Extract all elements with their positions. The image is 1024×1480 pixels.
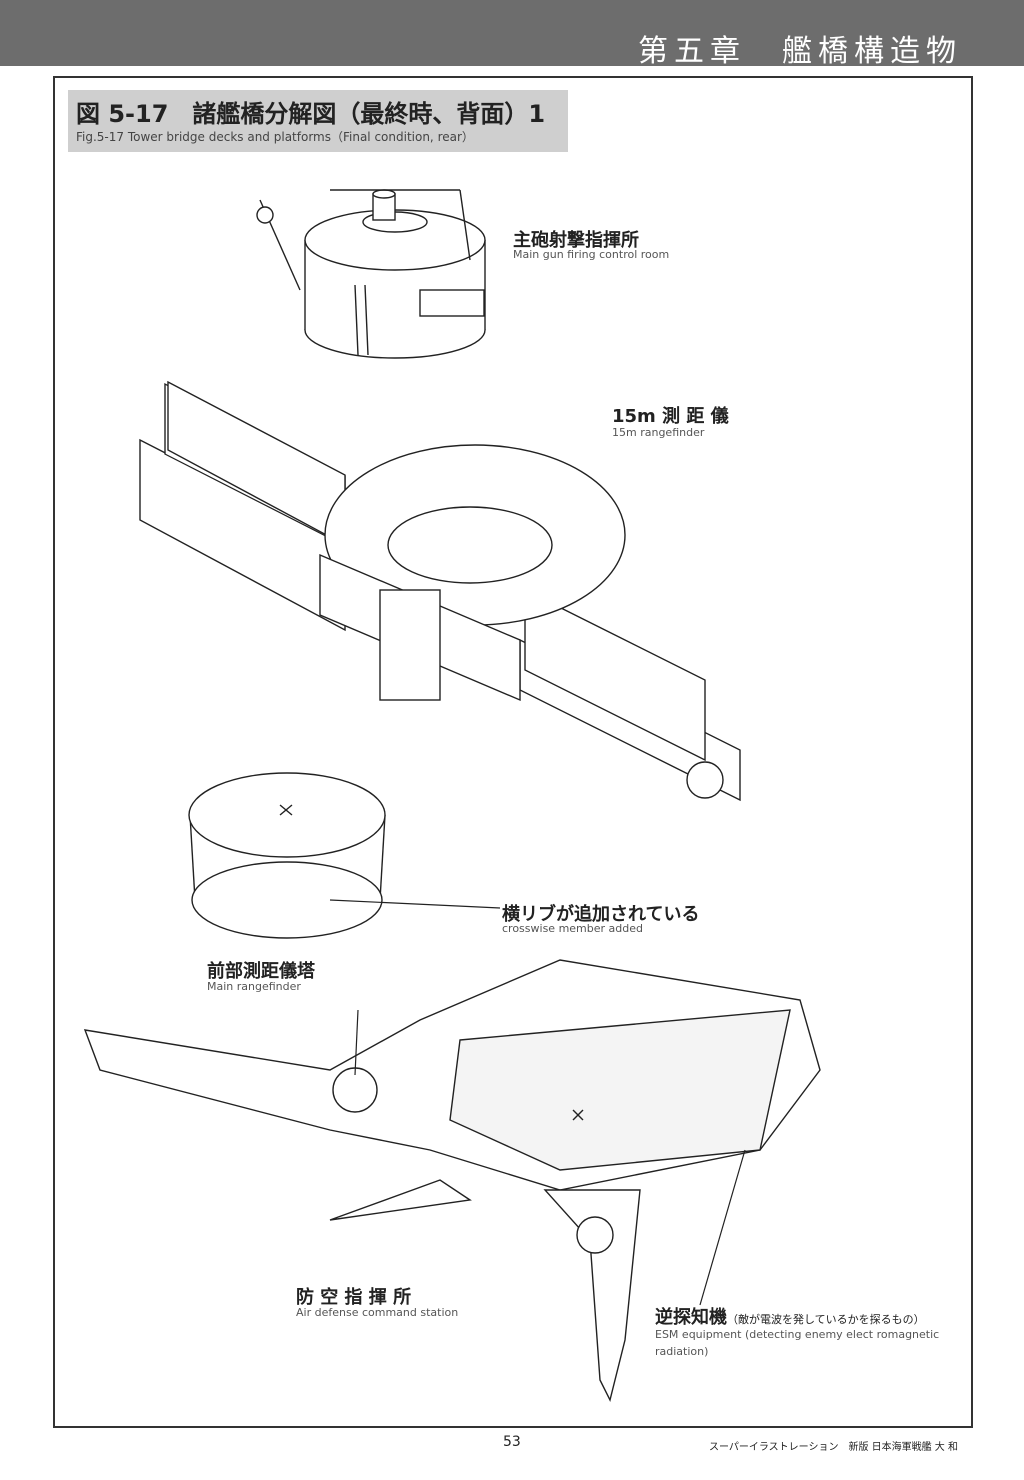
label-rangefinder-15m-ja: 15m 測 距 儀 — [612, 406, 729, 427]
page-frame — [53, 76, 973, 1428]
label-crosswise-ja: 横リブが追加されている — [502, 904, 700, 925]
figure-title-ja: 図 5-17 諸艦橋分解図（最終時、背面）1 — [76, 100, 546, 128]
air-defense-station-drawing — [83, 959, 821, 1403]
rangefinder-leader-line — [354, 1009, 359, 1076]
esm-leader-line — [699, 1149, 746, 1306]
chapter-title: 第五章 艦橋構造物 — [638, 34, 962, 69]
label-air-defense-en: Air defense command station — [296, 1306, 459, 1319]
footer-credit: スーパーイラストレーション 新版 日本海軍戦艦 大 和 — [708, 1442, 958, 1453]
label-main-gun-en: Main gun firing control room — [513, 248, 670, 261]
page-number: 53 — [503, 1434, 521, 1450]
rangefinder-15m-drawing — [139, 380, 741, 802]
esm-title: 逆探知機 — [655, 1307, 727, 1328]
header-band: 第五章 艦橋構造物 — [0, 0, 1024, 69]
label-main-gun-ja: 主砲射撃指揮所 — [513, 230, 639, 251]
esm-note: （敵が電波を発しているかを探るもの） — [727, 1313, 925, 1326]
crosswise-leader-line — [329, 899, 501, 909]
main-gun-director-drawing — [256, 189, 486, 359]
label-air-defense-ja: 防 空 指 揮 所 — [296, 1287, 412, 1308]
forward-rangefinder-drawing — [188, 772, 386, 939]
label-fwd-rangefinder-en: Main rangefinder — [207, 980, 301, 993]
label-fwd-rangefinder-ja: 前部測距儀塔 — [207, 961, 315, 982]
figure-title-en: Fig.5-17 Tower bridge decks and platform… — [76, 130, 474, 144]
label-esm-en: ESM equipment (detecting enemy elect rom… — [655, 1328, 940, 1358]
label-esm-ja: 逆探知機（敵が電波を発しているかを探るもの） — [655, 1303, 925, 1329]
label-rangefinder-15m-en: 15m rangefinder — [612, 426, 705, 439]
label-crosswise-en: crosswise member added — [502, 922, 643, 935]
figure-caption-box: 図 5-17 諸艦橋分解図（最終時、背面）1 Fig.5-17 Tower br… — [68, 90, 568, 152]
